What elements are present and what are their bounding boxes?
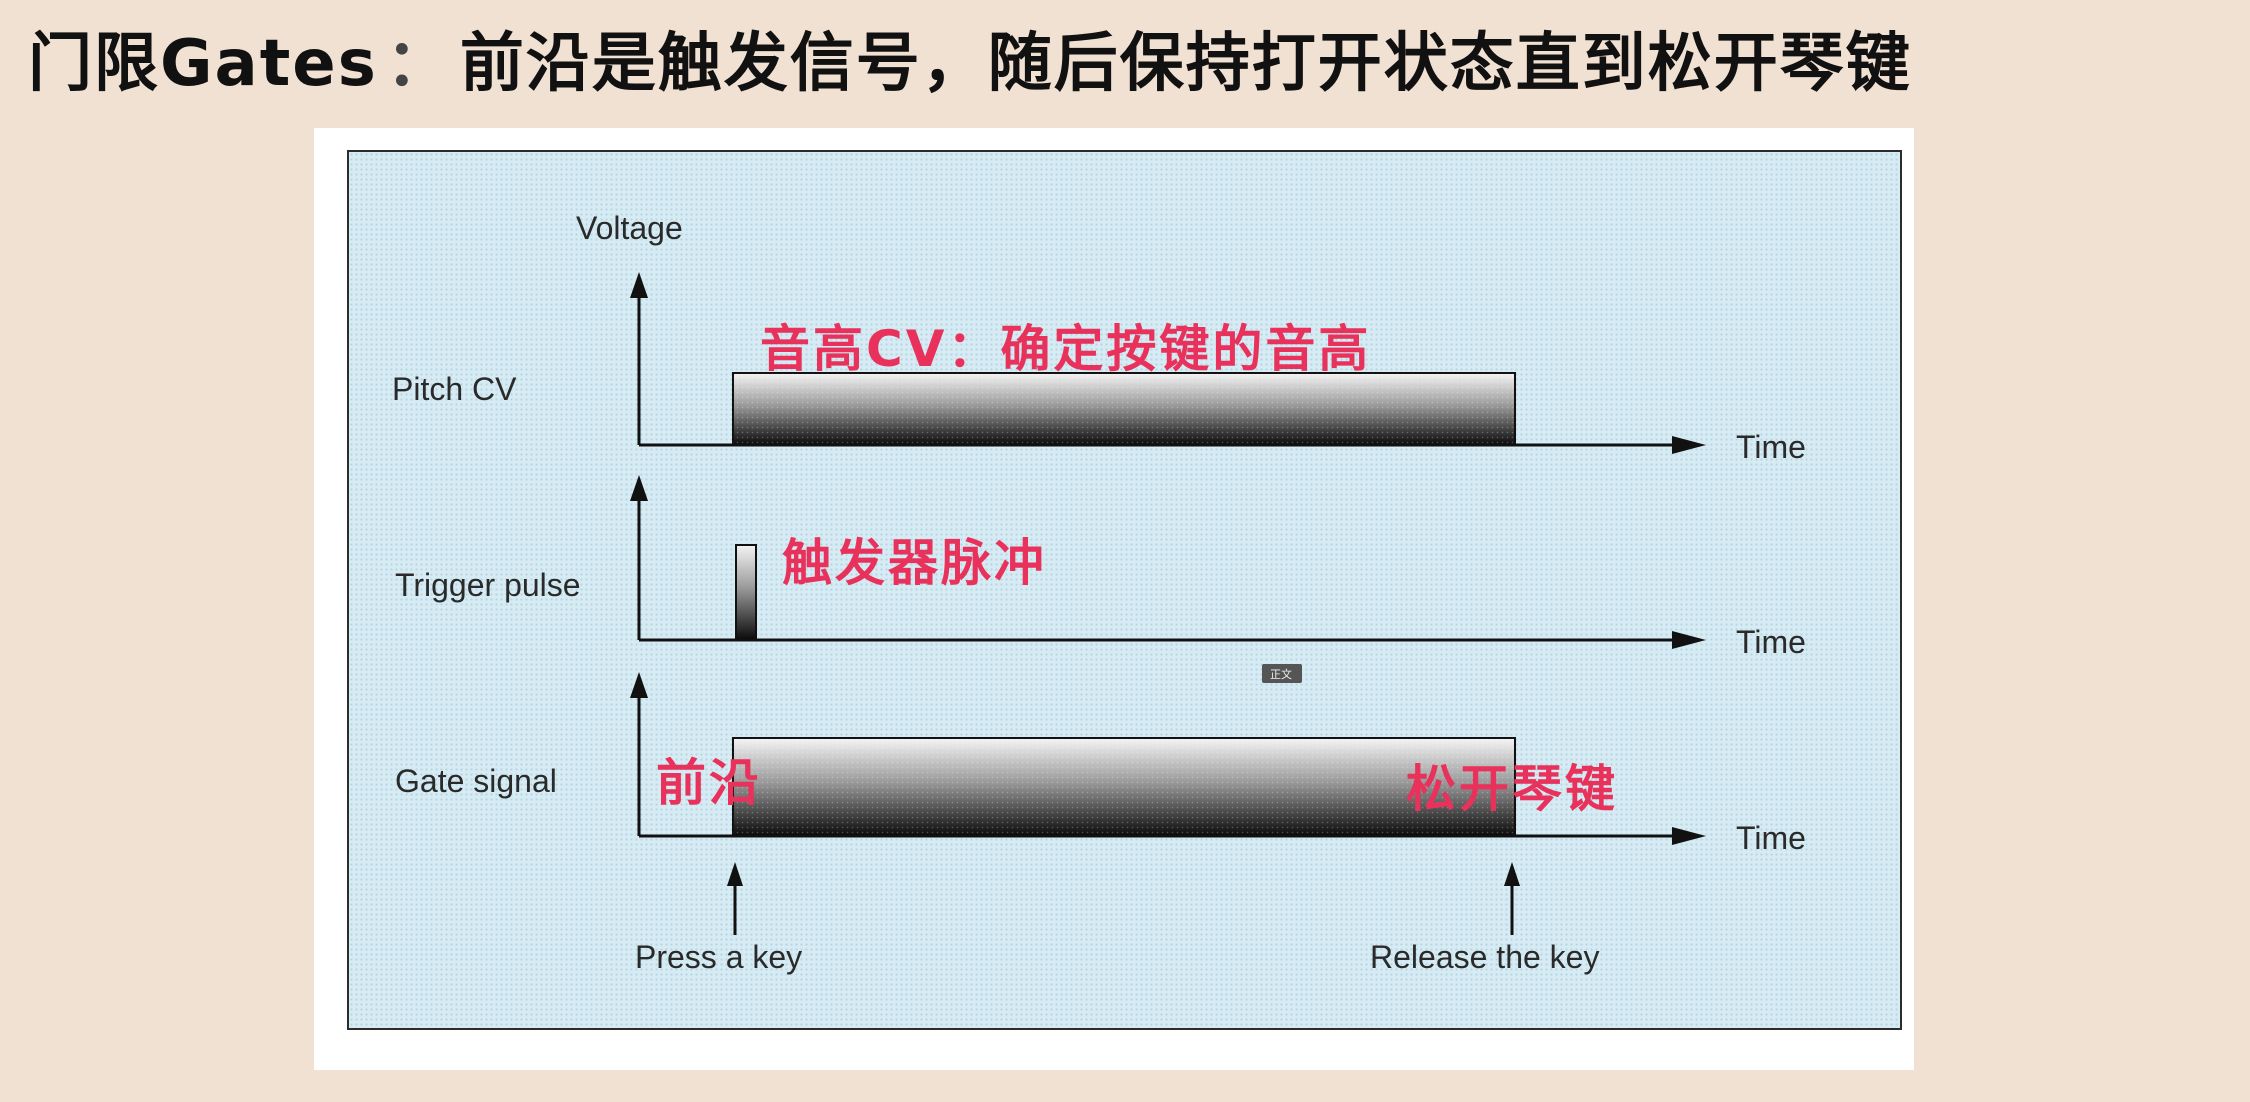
trigger-row: Trigger pulse Time 触发器脉冲 — [395, 475, 1806, 660]
diagram-panel — [347, 150, 1902, 1030]
leading-edge-annotation: 前沿 — [656, 754, 762, 812]
press-key-marker: Press a key — [635, 862, 802, 975]
pitch-cv-row: Pitch CV Time 音高CV：确定按键的音高 — [392, 272, 1806, 465]
trigger-axis-arrow — [630, 475, 648, 501]
release-annotation: 松开琴键 — [1406, 760, 1618, 818]
pitch-cv-time-label: Time — [1736, 429, 1806, 465]
text-badge-label: 正文 — [1270, 667, 1292, 681]
trigger-time-arrow — [1672, 631, 1706, 649]
pitch-cv-bar-texture — [733, 373, 1515, 445]
title-description: 前沿是触发信号，随后保持打开状态直到松开琴键 — [459, 27, 1912, 101]
press-key-arrow-head — [727, 862, 743, 886]
gate-row: Gate signal Time 前沿 松开琴键 — [395, 672, 1806, 856]
y-axis-label: Voltage — [576, 210, 683, 246]
release-key-marker: Release the key — [1370, 862, 1599, 975]
pitch-cv-time-arrow — [1672, 436, 1706, 454]
text-badge-bg — [1262, 664, 1302, 683]
gate-label: Gate signal — [395, 763, 557, 799]
release-key-label: Release the key — [1370, 939, 1599, 975]
trigger-time-label: Time — [1736, 624, 1806, 660]
title-separator: ： — [385, 27, 452, 101]
trigger-pulse-bar — [735, 544, 757, 641]
pitch-cv-axis-arrow — [630, 272, 648, 298]
gate-signal-bar-texture — [733, 738, 1515, 836]
release-key-arrow-head — [1504, 862, 1520, 886]
title-gates: 门限Gates — [28, 27, 378, 101]
gate-time-arrow — [1672, 827, 1706, 845]
text-badge: 正文 — [1262, 664, 1302, 683]
gate-time-label: Time — [1736, 820, 1806, 856]
slide-title: 门限Gates：前沿是触发信号，随后保持打开状态直到松开琴键 — [28, 14, 2238, 114]
gate-axis-arrow — [630, 672, 648, 698]
pitch-cv-annotation: 音高CV：确定按键的音高 — [760, 320, 1371, 378]
trigger-annotation: 触发器脉冲 — [782, 534, 1047, 592]
trigger-label: Trigger pulse — [395, 567, 581, 603]
figure-card — [314, 128, 1914, 1070]
pitch-cv-label: Pitch CV — [392, 371, 517, 407]
press-key-label: Press a key — [635, 939, 802, 975]
